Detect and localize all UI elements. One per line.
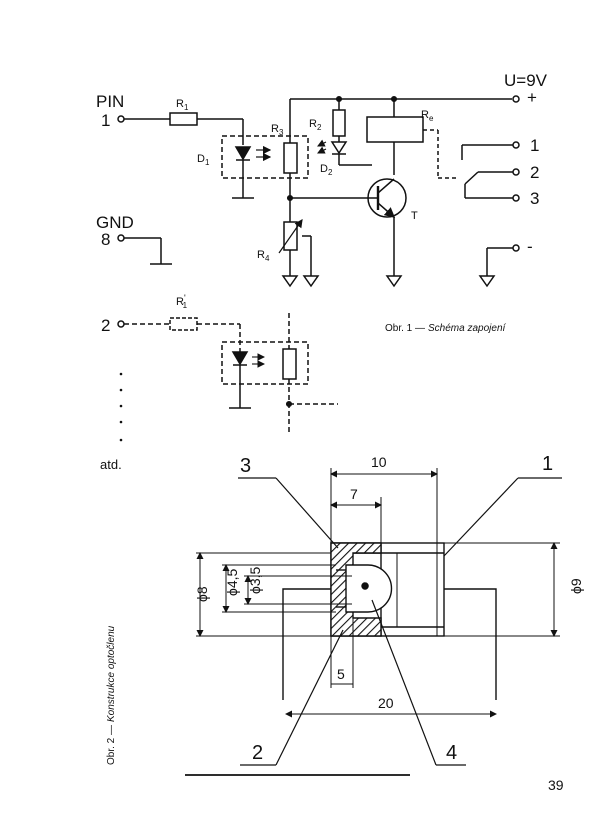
relay-contact-2-terminal	[512, 168, 520, 176]
re-label: Re	[421, 109, 434, 123]
construction-labels: 10 7 5 20 ϕ8 ϕ4,5 ϕ3,5 ϕ9 1 3 2 4 Obr. 2…	[106, 453, 584, 793]
led-d2	[330, 141, 348, 155]
relay-contact-1-terminal	[512, 141, 520, 149]
led-element	[345, 564, 393, 613]
pin-number: 1	[101, 111, 110, 130]
ground-symbol	[281, 275, 299, 288]
optocoupler-d1	[221, 135, 309, 179]
supply-minus-terminal	[512, 244, 520, 252]
optocoupler-2	[221, 341, 309, 385]
led-d1	[234, 146, 252, 161]
callout-2: 2	[252, 742, 263, 764]
pin2-terminal	[117, 320, 125, 328]
input2-number: 2	[101, 316, 110, 335]
ground-symbol	[385, 275, 403, 288]
transistor-label: T	[411, 210, 418, 222]
callout-3: 3	[240, 455, 251, 477]
dim-d45-label: ϕ4,5	[224, 568, 240, 596]
d1-label: D1	[197, 153, 210, 167]
d2-label: D2	[320, 163, 333, 177]
photoresistor-2	[282, 348, 297, 380]
photoresistor-r3	[283, 142, 298, 174]
construction-figure-2	[185, 468, 562, 776]
dim-10-label: 10	[371, 454, 387, 470]
contact-3-label: 3	[530, 189, 539, 208]
resistor-r1	[169, 112, 198, 126]
figure-2-caption: Obr. 2 —Konstrukce optočlenu	[106, 625, 117, 765]
dim-7-label: 7	[350, 486, 358, 502]
relay-contact-3-terminal	[512, 194, 520, 202]
continuation-dots	[119, 372, 123, 442]
r2-label: R2	[309, 118, 322, 132]
gnd-terminal	[117, 234, 125, 242]
contact-2-label: 2	[530, 163, 539, 182]
dim-d8-label: ϕ8	[194, 586, 210, 602]
relay-coil-re	[366, 116, 424, 143]
contact-1-label: 1	[530, 136, 539, 155]
supply-plus-terminal	[512, 95, 520, 103]
gnd-number: 8	[101, 230, 110, 249]
figure-1-caption: Obr. 1 —Schéma zapojení	[385, 323, 507, 334]
pin-label: PIN	[96, 92, 124, 111]
supply-voltage-label: U=9V	[504, 71, 548, 90]
r1-label: R1	[176, 98, 189, 112]
dim-5-label: 5	[337, 666, 345, 682]
callout-4: 4	[446, 742, 457, 764]
r1-prime-label: R'1	[176, 293, 188, 310]
r4-label: R4	[257, 249, 270, 263]
dim-d35-label: ϕ3,5	[247, 566, 263, 594]
minus-sign: -	[527, 237, 533, 256]
relay-switch-arm	[464, 171, 479, 185]
callout-1: 1	[542, 453, 553, 475]
dim-d9-label: ϕ9	[568, 578, 584, 594]
ground-symbol	[302, 275, 320, 288]
plus-sign: +	[527, 88, 537, 107]
r3-label: R3	[271, 123, 284, 137]
schematic-figure-1	[117, 95, 520, 433]
etc-label: atd.	[100, 457, 122, 472]
ground-symbol	[478, 275, 496, 288]
dim-20-label: 20	[378, 695, 394, 711]
resistor-r2	[332, 109, 346, 137]
schematic-labels: PIN 1 GND 8 2 U=9V + - R1 R'1 R2 R3 R4 R…	[96, 71, 548, 472]
gnd-label: GND	[96, 213, 134, 232]
resistor-r1-prime	[169, 317, 198, 331]
page-number: 39	[548, 777, 564, 793]
pin1-terminal	[117, 115, 125, 123]
